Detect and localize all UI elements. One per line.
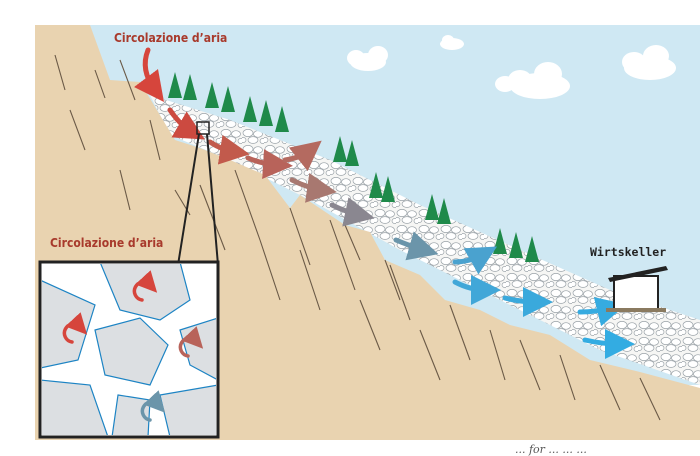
air-arrow [282,140,322,172]
warm-air-arrows [134,47,375,227]
wirtskeller-label: Wirtskeller [590,245,667,259]
air-arrow [502,286,553,317]
cloud [622,45,676,80]
air-arrow [289,173,337,203]
inset-arrows [62,270,204,422]
air-arrow [452,246,498,275]
stone [159,384,216,435]
air-arrow [134,47,164,103]
wirtskeller-building [606,266,668,312]
footer-text: ... for ... ... ... [515,443,587,456]
top-air-label: Circolazione d’aria [114,31,228,45]
inset-air-label: Circolazione d’aria [50,236,164,250]
air-arrow [167,107,205,140]
air-arrow [245,149,293,180]
rock-cracks [54,54,661,421]
air-arrow [207,134,250,165]
cloud [495,62,570,99]
air-arrow [329,197,375,227]
zoom-line [177,133,219,266]
trees [168,72,539,262]
air-arrow [132,270,158,302]
air-arrow [140,390,166,422]
air-arrow [452,274,501,305]
cloud [440,35,464,50]
stone [42,379,108,435]
cloud [347,46,388,71]
zoom-marker [196,121,210,135]
air-arrow [62,312,88,344]
stone [111,394,151,435]
stone [94,317,169,386]
air-arrow [178,326,204,358]
air-arrow [582,328,635,359]
air-arrow [393,231,439,261]
inset-panel [38,260,220,439]
